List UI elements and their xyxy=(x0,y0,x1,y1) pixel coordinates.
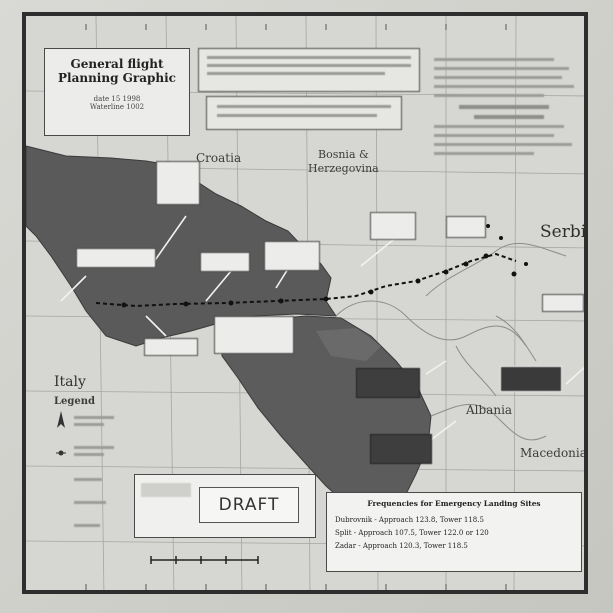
frequency-line-3: Zadar - Approach 120.3, Tower 118.5 xyxy=(335,542,468,550)
map-frame: General flight Planning Graphic date 15 … xyxy=(22,12,588,594)
region-label-italy: Italy xyxy=(54,374,86,390)
map-border-ticks xyxy=(85,24,507,590)
frequencies-box: Frequencies for Emergency Landing Sites … xyxy=(326,492,582,572)
title-box: General flight Planning Graphic date 15 … xyxy=(44,48,190,136)
draft-label-box: DRAFT xyxy=(199,487,299,523)
notice-box-2 xyxy=(206,96,402,130)
info-text-block xyxy=(434,52,584,202)
flight-route-line xyxy=(95,252,517,308)
callout-box-1 xyxy=(156,161,200,205)
callout-box-7 xyxy=(144,338,198,356)
scale-bar-icon xyxy=(150,556,259,564)
route-waypoint-icon xyxy=(56,450,66,456)
frequencies-title: Frequencies for Emergency Landing Sites xyxy=(367,499,541,508)
region-label-serbia: Serbia xyxy=(540,222,587,242)
region-label-bosnia-1: Bosnia & xyxy=(318,148,369,161)
country-borders xyxy=(335,242,567,441)
map-title-line1: General flight xyxy=(70,57,164,71)
route-waypoints xyxy=(121,224,528,308)
legend-items xyxy=(74,412,134,562)
callout-box-4 xyxy=(264,241,320,271)
callout-box-8 xyxy=(446,216,486,238)
dark-callout-3 xyxy=(500,366,562,392)
frequency-line-2: Split - Approach 107.5, Tower 122.0 or 1… xyxy=(335,529,489,537)
dark-callout-1 xyxy=(356,368,420,398)
map-title-line2: Planning Graphic xyxy=(58,71,176,85)
callout-pointers xyxy=(60,215,584,452)
callout-box-6 xyxy=(214,316,294,354)
dark-callout-2 xyxy=(370,434,432,464)
frequency-line-1: Dubrovnik - Approach 123.8, Tower 118.5 xyxy=(335,516,484,524)
region-label-bosnia-2: Herzegovina xyxy=(308,162,379,175)
legend-title: Legend xyxy=(54,396,96,407)
map-date-line2: Waterline 1002 xyxy=(89,103,145,111)
north-arrow-icon xyxy=(57,411,65,428)
callout-box-9 xyxy=(542,294,584,312)
region-label-albania: Albania xyxy=(466,403,513,417)
notice-box xyxy=(198,48,420,92)
callout-box-3 xyxy=(200,252,250,272)
dark-land-south xyxy=(220,315,432,517)
dark-land-patch-east xyxy=(316,328,381,361)
draft-box: DRAFT xyxy=(134,474,316,538)
callout-box-2 xyxy=(76,248,156,268)
map-date-line1: date 15 1998 xyxy=(93,95,141,103)
region-label-macedonia: Macedonia xyxy=(520,446,587,460)
region-label-croatia: Croatia xyxy=(196,151,242,165)
callout-box-5 xyxy=(370,212,416,240)
draft-label: DRAFT xyxy=(218,495,280,515)
